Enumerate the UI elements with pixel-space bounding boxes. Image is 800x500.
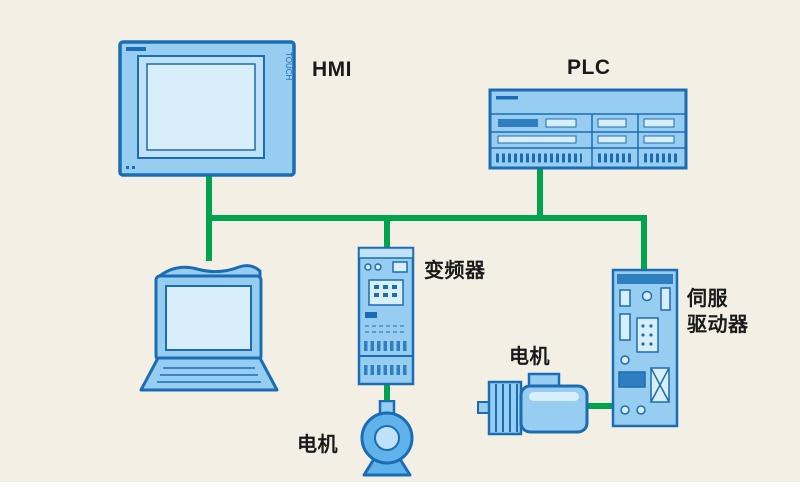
hmi-label: HMI [312,58,352,81]
plc-drop-line [537,166,543,217]
bottom-white-strip [0,482,800,500]
motor-icon [352,400,422,478]
laptop-drop-line [206,219,212,261]
servo-drive-label-line1: 伺服 [687,288,728,310]
inverter-label: 变频器 [424,260,486,282]
hmi-panel-icon: TOUCH [118,40,296,177]
motor-inverter-label: 电机 [297,434,338,456]
servo-drive-label-line2: 驱动器 [687,314,749,336]
servo-drive-label: 伺服 驱动器 [687,286,749,338]
servo-motor-cable-line [588,403,616,409]
servo-motor-icon [477,372,592,442]
motor-servo-label: 电机 [509,346,550,368]
inverter-icon [357,246,415,386]
hmi-drop-line [206,172,212,217]
hmi-touch-text: TOUCH [284,52,293,81]
plc-label: PLC [567,56,611,79]
servo-drive-icon [611,268,679,428]
plc-icon [488,88,688,170]
network-bus-line [206,215,647,221]
inverter-drop-line [384,219,390,249]
servo-drive-drop-line [641,219,647,271]
inverter-motor-line [384,384,390,402]
laptop-icon [133,256,285,396]
